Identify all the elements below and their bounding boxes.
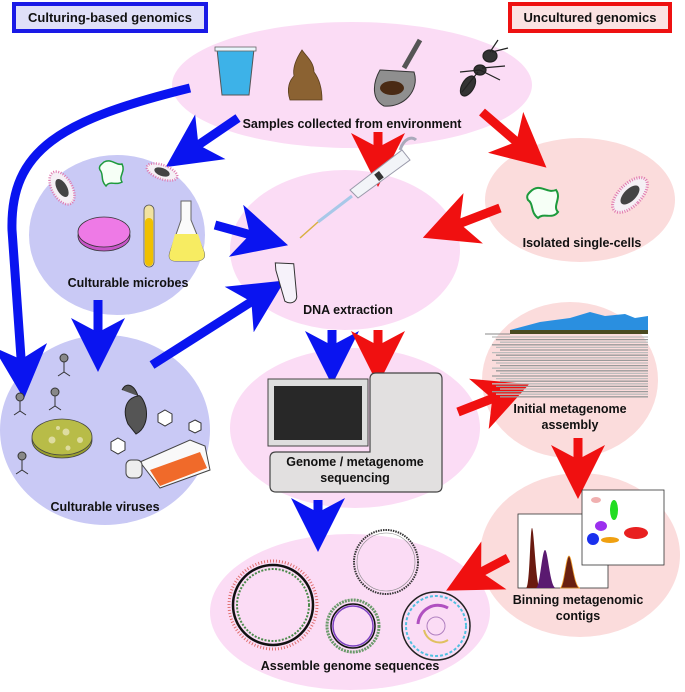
culturable-viruses-label: Culturable viruses bbox=[50, 500, 159, 514]
sequencing-label-line2: sequencing bbox=[320, 471, 389, 485]
uncultured-arrows bbox=[351, 108, 605, 591]
virus-icon bbox=[110, 437, 126, 455]
arrow-samples-to-microbes bbox=[165, 114, 241, 168]
arrow-single-cells-to-dna bbox=[422, 193, 502, 244]
phage-icon bbox=[57, 353, 71, 377]
uncultured-header: Uncultured genomics bbox=[508, 2, 672, 33]
binning-label-line1: Binning metagenomic bbox=[513, 593, 644, 607]
ant-icon bbox=[459, 39, 509, 97]
culturing-arrows bbox=[0, 83, 359, 552]
culturable-viruses-node bbox=[0, 335, 210, 525]
arrow-viruses-to-dna bbox=[149, 280, 285, 369]
phage-icon bbox=[48, 387, 62, 411]
arrow-microbes-to-dna bbox=[213, 204, 289, 257]
amoeba-icon bbox=[526, 187, 560, 220]
initial-assembly-label-line2: assembly bbox=[542, 418, 599, 432]
culturing-header-label: Culturing-based genomics bbox=[28, 10, 192, 25]
isolated-single-cells-node bbox=[485, 138, 675, 262]
phage-icon bbox=[13, 392, 27, 416]
samples-label: Samples collected from environment bbox=[243, 117, 463, 131]
mouse-icon bbox=[121, 384, 147, 435]
circular-genome-icon bbox=[353, 529, 419, 595]
petri-dish-icon bbox=[77, 216, 131, 252]
scatter-plot-icon bbox=[581, 489, 665, 566]
soil-shovel-icon bbox=[374, 38, 423, 107]
circular-genome-icon bbox=[325, 598, 381, 654]
bacterium-icon bbox=[48, 170, 76, 206]
culturable-microbes-label: Culturable microbes bbox=[68, 276, 189, 290]
assemble-label: Assemble genome sequences bbox=[261, 659, 440, 673]
arrow-samples-to-single-cells bbox=[479, 108, 547, 168]
tube-icon bbox=[274, 262, 298, 304]
water-cup-icon bbox=[214, 46, 257, 96]
virus-icon bbox=[188, 419, 202, 434]
assemble-node bbox=[210, 534, 490, 690]
plaque-plate-icon bbox=[31, 418, 93, 459]
read-lines bbox=[492, 336, 648, 398]
culturing-header: Culturing-based genomics bbox=[12, 2, 208, 33]
arrow-samples-to-viruses bbox=[0, 83, 192, 399]
culture-flask-icon bbox=[125, 439, 211, 489]
test-tube-icon bbox=[143, 204, 155, 268]
uncultured-header-label: Uncultured genomics bbox=[524, 10, 657, 25]
read-pileup-icon bbox=[485, 312, 648, 398]
sequencer-screen bbox=[274, 386, 362, 440]
arrow-seq-to-assembly bbox=[456, 378, 530, 429]
circular-genome-icon bbox=[401, 591, 471, 661]
phage-icon bbox=[15, 451, 29, 475]
isolated-single-cells-label: Isolated single-cells bbox=[523, 236, 642, 250]
amoeba-icon bbox=[98, 160, 124, 188]
dna-extraction-label: DNA extraction bbox=[303, 303, 393, 317]
bacterium-icon bbox=[145, 162, 179, 182]
virus-icon bbox=[157, 409, 173, 427]
samples-node bbox=[172, 22, 532, 148]
pipette-icon bbox=[299, 136, 418, 239]
sequencing-label-line1: Genome / metagenome bbox=[286, 455, 424, 469]
binning-label-line2: contigs bbox=[556, 609, 600, 623]
feces-icon bbox=[287, 49, 323, 101]
sequencer-icon bbox=[267, 372, 443, 493]
circular-genome-icon bbox=[227, 559, 319, 651]
arrow-binning-to-assemble bbox=[446, 541, 511, 591]
flask-icon bbox=[168, 200, 205, 262]
initial-assembly-label-line1: Initial metagenome bbox=[513, 402, 626, 416]
bacterium-icon bbox=[611, 176, 649, 214]
